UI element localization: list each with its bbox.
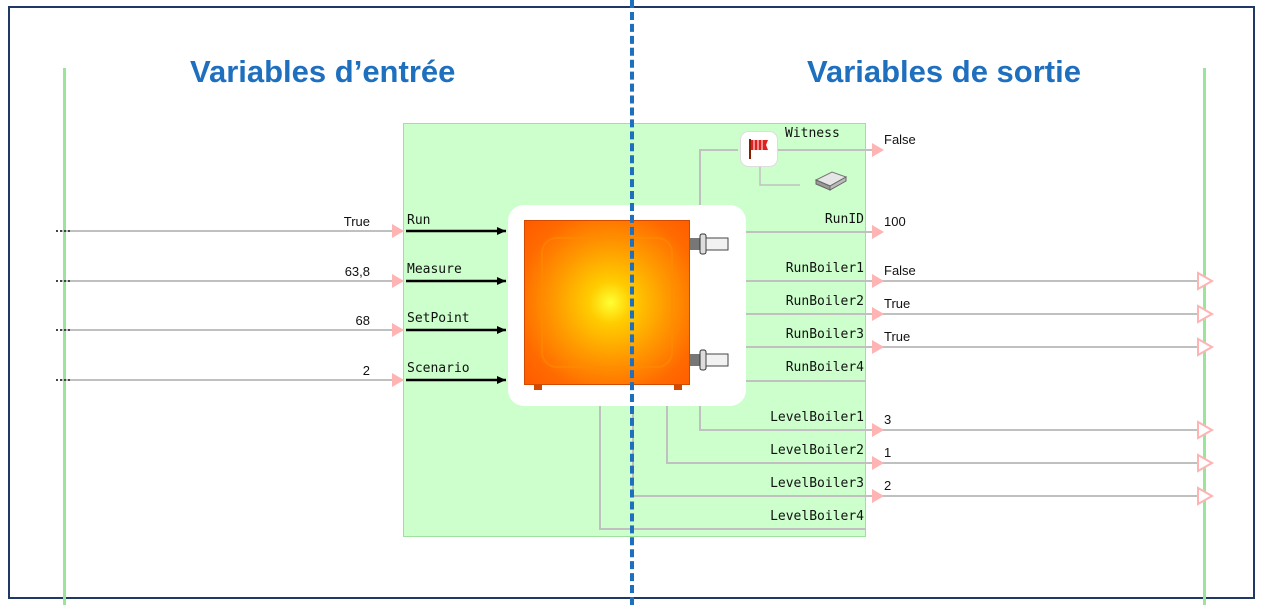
red-flag-icon[interactable] [740, 131, 778, 167]
boiler-inner-panel [541, 237, 673, 368]
output-port-levelboiler2[interactable]: LevelBoiler2 [770, 443, 864, 458]
input-port-scenario[interactable]: Scenario [407, 361, 470, 376]
boiler-foot-left [534, 385, 542, 390]
input-value-setpoint: 68 [355, 313, 370, 328]
boiler-icon[interactable] [524, 220, 690, 385]
output-port-levelboiler1[interactable]: LevelBoiler1 [770, 410, 864, 425]
input-port-setpoint[interactable]: SetPoint [407, 311, 470, 326]
inputs-title: Variables d’entrée [190, 54, 456, 89]
output-value-levelboiler2: 1 [884, 445, 892, 460]
input-value-scenario: 2 [362, 363, 370, 378]
wire-levelboiler2 [666, 406, 1200, 464]
output-value-witness: False [884, 132, 916, 147]
output-port-witness[interactable]: Witness [785, 126, 840, 141]
output-value-levelboiler3: 2 [884, 478, 892, 493]
wire-witness-in [699, 149, 738, 205]
output-value-runboiler1: False [884, 263, 916, 278]
output-value-runboiler3: True [884, 329, 911, 344]
wire-levelboiler1 [699, 406, 1200, 431]
wire-device [759, 165, 800, 186]
right-rail [1203, 68, 1206, 605]
left-rail [63, 68, 66, 605]
printer-device-icon [814, 171, 848, 191]
output-port-runboiler1[interactable]: RunBoiler1 [785, 261, 864, 276]
pipe-top-icon [690, 233, 729, 255]
wire-levelboiler4 [599, 406, 866, 530]
input-value-run: True [343, 214, 370, 229]
input-port-measure[interactable]: Measure [407, 262, 462, 277]
output-port-runboiler2[interactable]: RunBoiler2 [785, 294, 864, 309]
output-port-levelboiler3[interactable]: LevelBoiler3 [770, 476, 864, 491]
input-value-measure: 63,8 [344, 264, 370, 279]
output-value-runid: 100 [884, 214, 906, 229]
outputs-title: Variables de sortie [807, 54, 1081, 89]
output-port-runboiler3[interactable]: RunBoiler3 [785, 327, 864, 342]
input-port-run[interactable]: Run [407, 213, 431, 228]
boiler-foot-right [674, 385, 682, 390]
input-output-divider [630, 0, 634, 605]
output-port-runboiler4[interactable]: RunBoiler4 [785, 360, 864, 375]
output-port-levelboiler4[interactable]: LevelBoiler4 [770, 509, 864, 524]
output-value-runboiler2: True [884, 296, 911, 311]
pipe-bottom-icon [690, 349, 729, 371]
output-port-runid[interactable]: RunID [824, 212, 864, 227]
output-value-levelboiler1: 3 [884, 412, 892, 427]
